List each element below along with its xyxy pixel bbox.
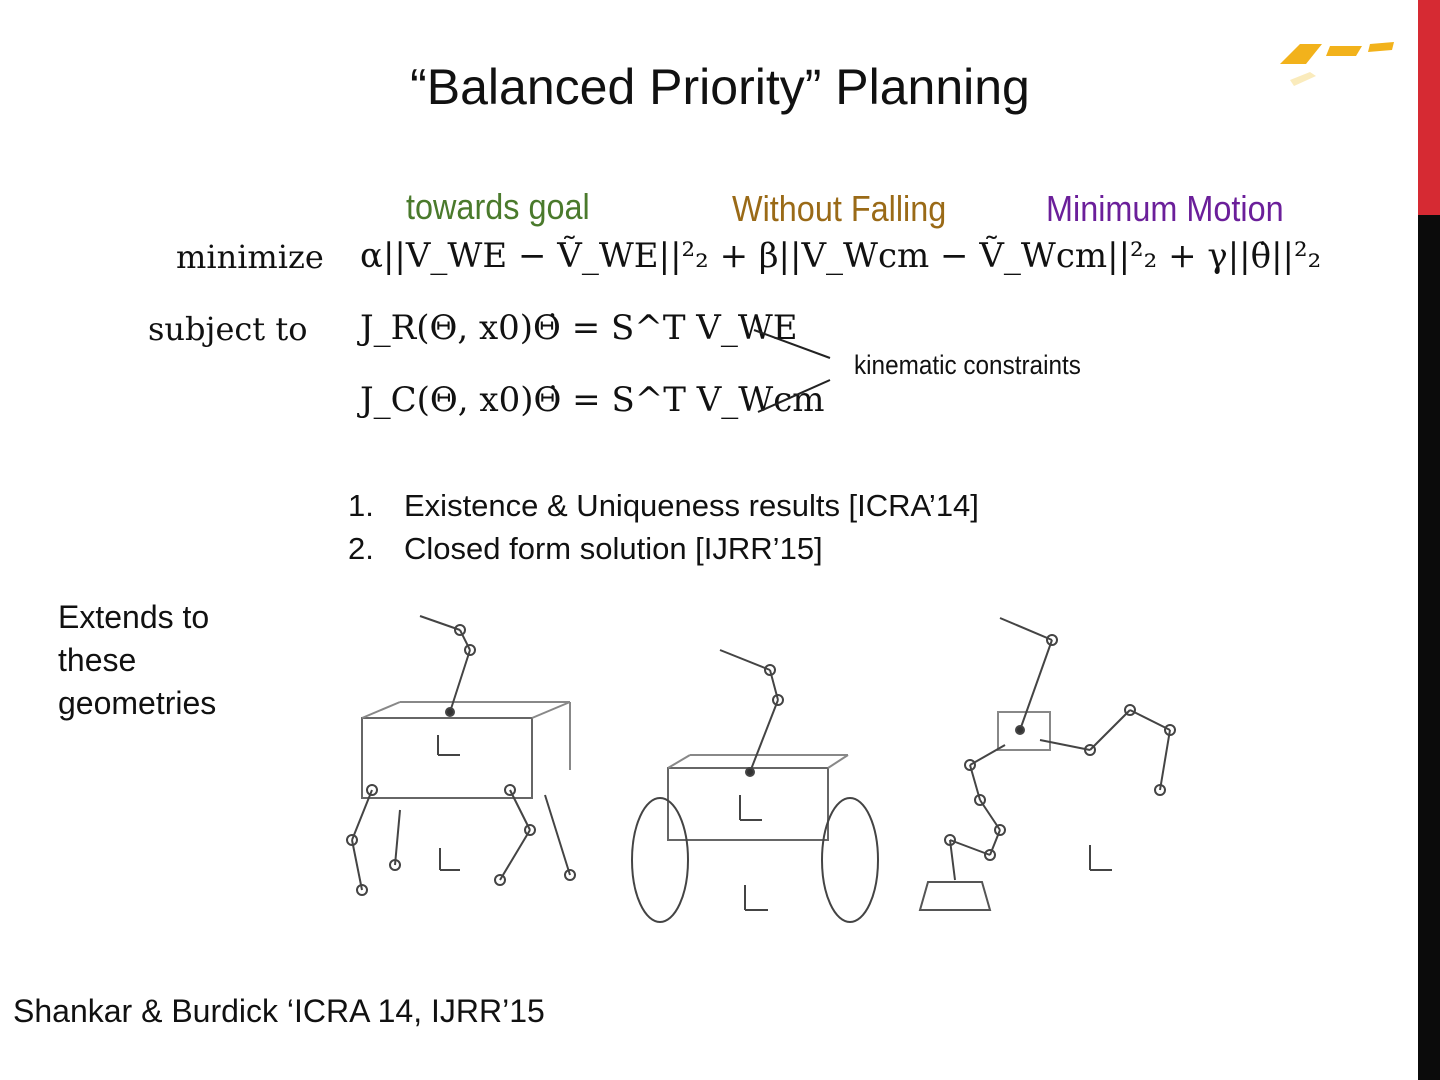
side-accent-black: [1418, 215, 1440, 1080]
slide-title: “Balanced Priority” Planning: [410, 59, 1030, 115]
citation: Shankar & Burdick ‘ICRA 14, IJRR’15: [13, 993, 545, 1029]
list-item: 2. Closed form solution [IJRR’15]: [348, 527, 979, 570]
kinematic-constraints-label: kinematic constraints: [854, 350, 1081, 380]
logo-icon: [1280, 42, 1394, 86]
minimize-label: minimize: [176, 238, 324, 276]
list-item: 1. Existence & Uniqueness results [ICRA’1…: [348, 484, 979, 527]
results-list: 1. Existence & Uniqueness results [ICRA’1…: [348, 484, 979, 570]
serial-chain-robot-diagram: [918, 617, 1176, 911]
tag-minimum-motion: Minimum Motion: [1046, 188, 1284, 229]
side-accent-red: [1418, 0, 1440, 215]
wheeled-robot-diagram: [631, 649, 879, 923]
list-number: 2.: [348, 531, 374, 566]
tag-without-falling: Without Falling: [732, 188, 947, 229]
list-text: Closed form solution [IJRR’15]: [404, 531, 823, 566]
constraint-center-of-mass: J_C(Θ, x0)Θ̇ = S^T V_Wcm: [360, 380, 825, 420]
robot-geometry-figures: [346, 615, 1176, 923]
objective-expression: α||V_WE − Ṽ_WE||²₂ + β||V_Wcm − Ṽ_Wcm||²…: [360, 236, 1322, 276]
extends-note: Extends to these geometries: [58, 599, 217, 721]
tag-towards-goal: towards goal: [406, 186, 590, 227]
constraint-bracket-lines: [753, 329, 831, 413]
constraint-end-effector: J_R(Θ, x0)Θ̇ = S^T V_WE: [360, 308, 798, 348]
subject-to-label: subject to: [148, 310, 308, 348]
quadruped-diagram: [346, 615, 576, 896]
list-text: Existence & Uniqueness results [ICRA’14]: [404, 488, 979, 523]
list-number: 1.: [348, 488, 374, 523]
